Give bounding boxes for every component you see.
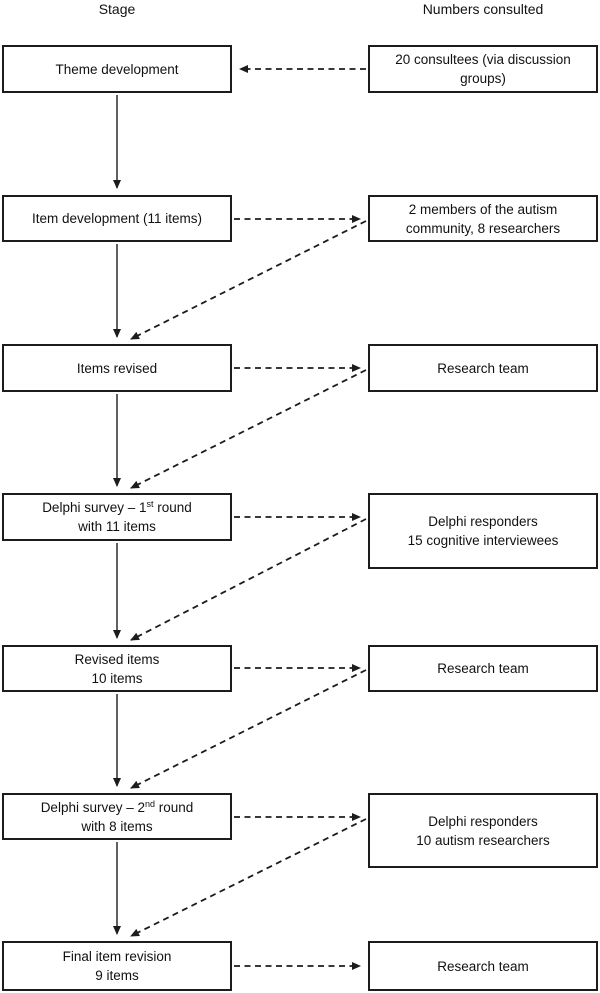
stage-box-item-development: Item development (11 items) (2, 195, 232, 242)
consulted-box-research-team-2: Research team (368, 645, 598, 692)
box-label: Delphi responders (428, 514, 538, 529)
label-fragment: round (153, 500, 192, 515)
box-label: Final item revision (62, 949, 172, 964)
box-label: 10 autism researchers (416, 832, 550, 848)
box-label: 20 consultees (via discussion (395, 52, 571, 67)
stage-box-final-item-revision: Final item revision 9 items (2, 941, 232, 991)
box-label: Delphi responders (428, 813, 538, 829)
ordinal-superscript: st (146, 499, 154, 509)
box-label: Delphi survey – 2nd round (41, 798, 194, 817)
consulted-box-delphi-responders-2: Delphi responders 10 autism researchers (368, 793, 598, 868)
ordinal-superscript: nd (145, 798, 156, 809)
label-fragment: Delphi survey – 2 (40, 799, 145, 815)
box-label: Research team (437, 360, 529, 376)
consulted-box-delphi-responders-1: Delphi responders 15 cognitive interview… (368, 493, 598, 569)
box-label: Research team (437, 661, 529, 676)
box-label: 9 items (95, 968, 139, 983)
box-label: Item development (11 items) (31, 211, 203, 226)
consulted-box-discussion-groups: 20 consultees (via discussion groups) (368, 45, 598, 93)
label-fragment: Delphi survey – 1 (42, 500, 147, 515)
label-fragment: round (155, 799, 194, 815)
box-label: Theme development (55, 61, 179, 77)
consulted-box-autism-community: 2 members of the autism community, 8 res… (368, 195, 598, 242)
stage-box-delphi-round-2: Delphi survey – 2nd round with 8 items (2, 793, 232, 840)
stage-box-items-revised: Items revised (2, 344, 232, 392)
column-header-stage: Stage (98, 1, 136, 17)
box-label: community, 8 researchers (405, 220, 561, 236)
stage-box-revised-items: Revised items 10 items (2, 645, 232, 692)
box-label: 2 members of the autism (408, 201, 558, 217)
box-label: with 8 items (81, 818, 153, 834)
box-label: Research team (437, 958, 529, 974)
box-label: Revised items (74, 651, 160, 667)
box-label: groups) (460, 71, 506, 86)
stage-box-theme-development: Theme development (2, 45, 232, 93)
box-label: Items revised (76, 360, 158, 376)
consulted-box-research-team-3: Research team (368, 941, 598, 991)
box-label: 10 items (91, 670, 143, 686)
box-label: with 11 items (78, 519, 156, 534)
consulted-box-research-team-1: Research team (368, 344, 598, 392)
stage-box-delphi-round-1: Delphi survey – 1st round with 11 items (2, 493, 232, 541)
column-header-consulted: Numbers consulted (422, 1, 544, 17)
box-label: 15 cognitive interviewees (407, 533, 559, 548)
box-label: Delphi survey – 1st round (42, 498, 192, 517)
